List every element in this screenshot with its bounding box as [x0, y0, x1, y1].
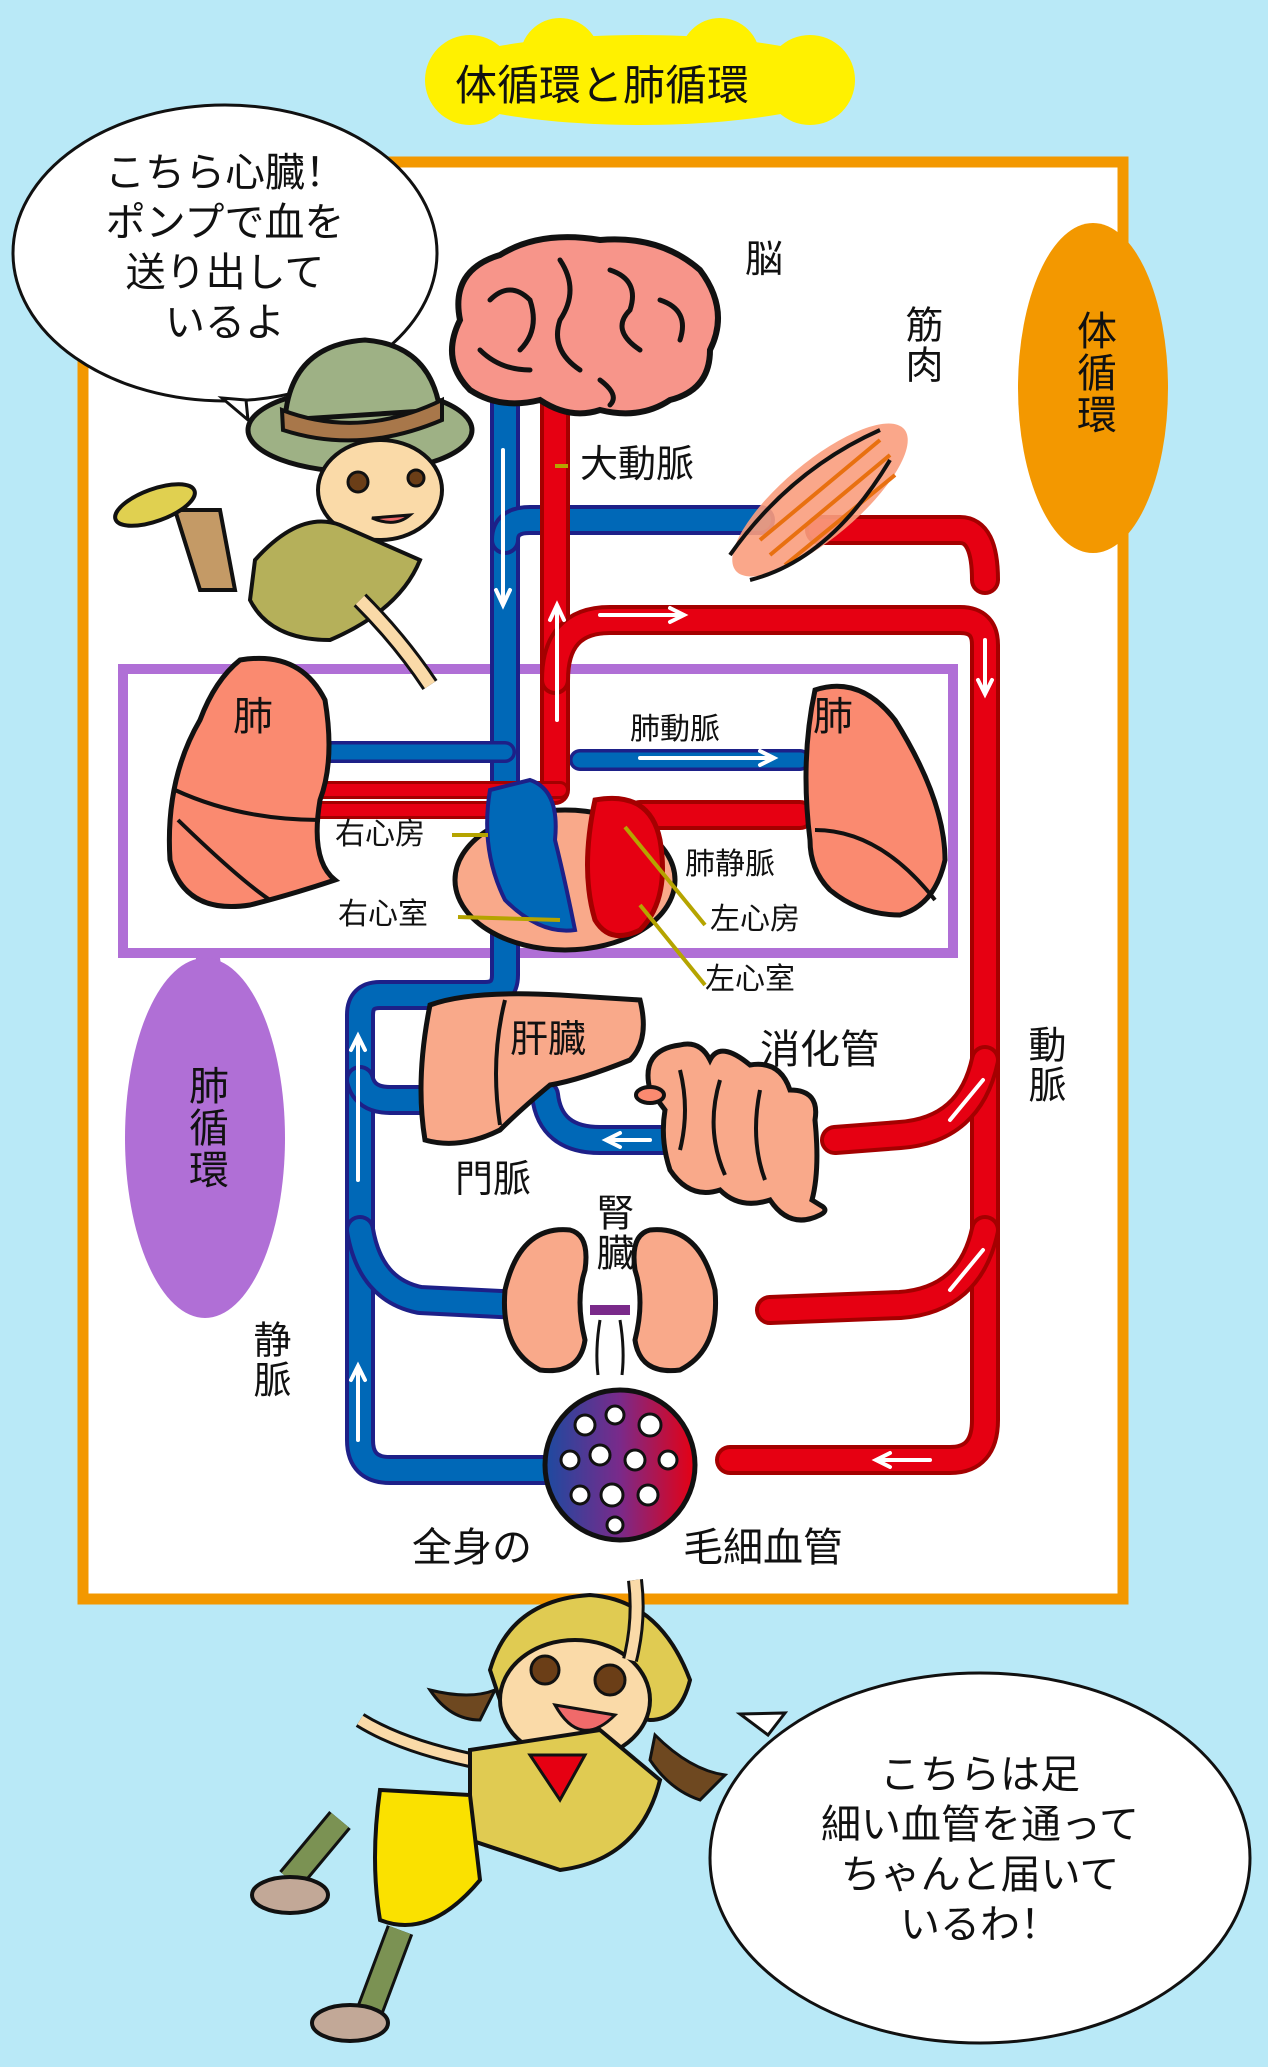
- girl-speech-line: ちゃんと届いて: [840, 1852, 1120, 1898]
- page-title: 体循環と肺循環: [455, 61, 750, 110]
- right-lung-label: 肺: [813, 694, 853, 740]
- liver-label: 肝臓: [510, 1017, 587, 1061]
- left-ventricle-label: 左心室: [705, 962, 795, 997]
- boy-speech-line: こちら心臓！: [105, 150, 345, 196]
- right-kidney-icon: [631, 1227, 719, 1374]
- muscle-label: 筋肉: [899, 305, 943, 385]
- vein-label: 静脈: [247, 1320, 291, 1400]
- girl-speech-bubble: [708, 1671, 1252, 2045]
- girl-speech-line: いるわ！: [900, 1902, 1060, 1948]
- brain-icon: [449, 234, 721, 417]
- capillary-net-icon: [542, 1387, 698, 1543]
- left-atrium-label: 左心房: [710, 902, 800, 937]
- leader-lines: [452, 464, 707, 987]
- brain-label: 脳: [745, 237, 784, 281]
- girl-speech-text: こちらは足 細い血管を通って ちゃんと届いて いるわ！: [730, 1750, 1230, 1950]
- boy-speech-bubble: [11, 103, 439, 424]
- right-ventricle-label: 右心室: [338, 897, 428, 932]
- right-lung-icon: [803, 683, 948, 918]
- systemic-circulation-label: 体循環: [1070, 310, 1116, 436]
- pulmonary-vein-label: 肺静脈: [685, 847, 775, 882]
- capillaries-label: 毛細血管: [683, 1525, 843, 1571]
- pulmonary-circulation-label: 肺循環: [182, 1065, 228, 1191]
- title-highlight: [425, 18, 855, 125]
- ureters: [595, 1319, 625, 1376]
- boy-speech-line: 送り出して: [125, 250, 325, 296]
- boy-speech-line: ポンプで血を: [105, 200, 345, 246]
- left-lung-lobe-line: [174, 788, 321, 902]
- right-atrium-label: 右心房: [335, 817, 425, 852]
- muscle-icon: [728, 423, 908, 582]
- boy-speech-text: こちら心臓！ ポンプで血を 送り出して いるよ: [45, 148, 405, 348]
- heart-icon: [452, 777, 678, 953]
- girl-speech-line: 細い血管を通って: [821, 1802, 1139, 1848]
- digestive-tract-label: 消化管: [760, 1027, 880, 1073]
- digestive-tract-icon: [634, 1041, 828, 1223]
- liver-lobe-line: [494, 999, 507, 1126]
- artery-label: 動脈: [1022, 1025, 1066, 1105]
- aorta-label: 大動脈: [580, 442, 695, 486]
- systemic-circulation-badge: [1018, 223, 1168, 553]
- liver-icon: [418, 991, 646, 1146]
- portal-vein-label: 門脈: [455, 1157, 532, 1201]
- boy-speech-line: いるよ: [165, 300, 285, 346]
- left-lung-icon: [166, 655, 341, 909]
- left-kidney-icon: [501, 1227, 589, 1374]
- flow-arrows: [349, 448, 994, 1469]
- pulmonary-circulation-badge: [125, 958, 285, 1318]
- girl-explorer-icon: [250, 1579, 729, 2043]
- kidney-label: 腎臓: [590, 1193, 634, 1273]
- pulmonary-artery-label: 肺動脈: [630, 712, 720, 747]
- boy-explorer-icon: [113, 337, 475, 690]
- right-lung-lobe-line: [814, 828, 937, 902]
- left-lung-label: 肺: [233, 694, 273, 740]
- pulmonary-circulation-frame: [118, 664, 958, 958]
- girl-speech-line: こちらは足: [880, 1752, 1080, 1798]
- capillaries-prefix-label: 全身の: [412, 1525, 532, 1571]
